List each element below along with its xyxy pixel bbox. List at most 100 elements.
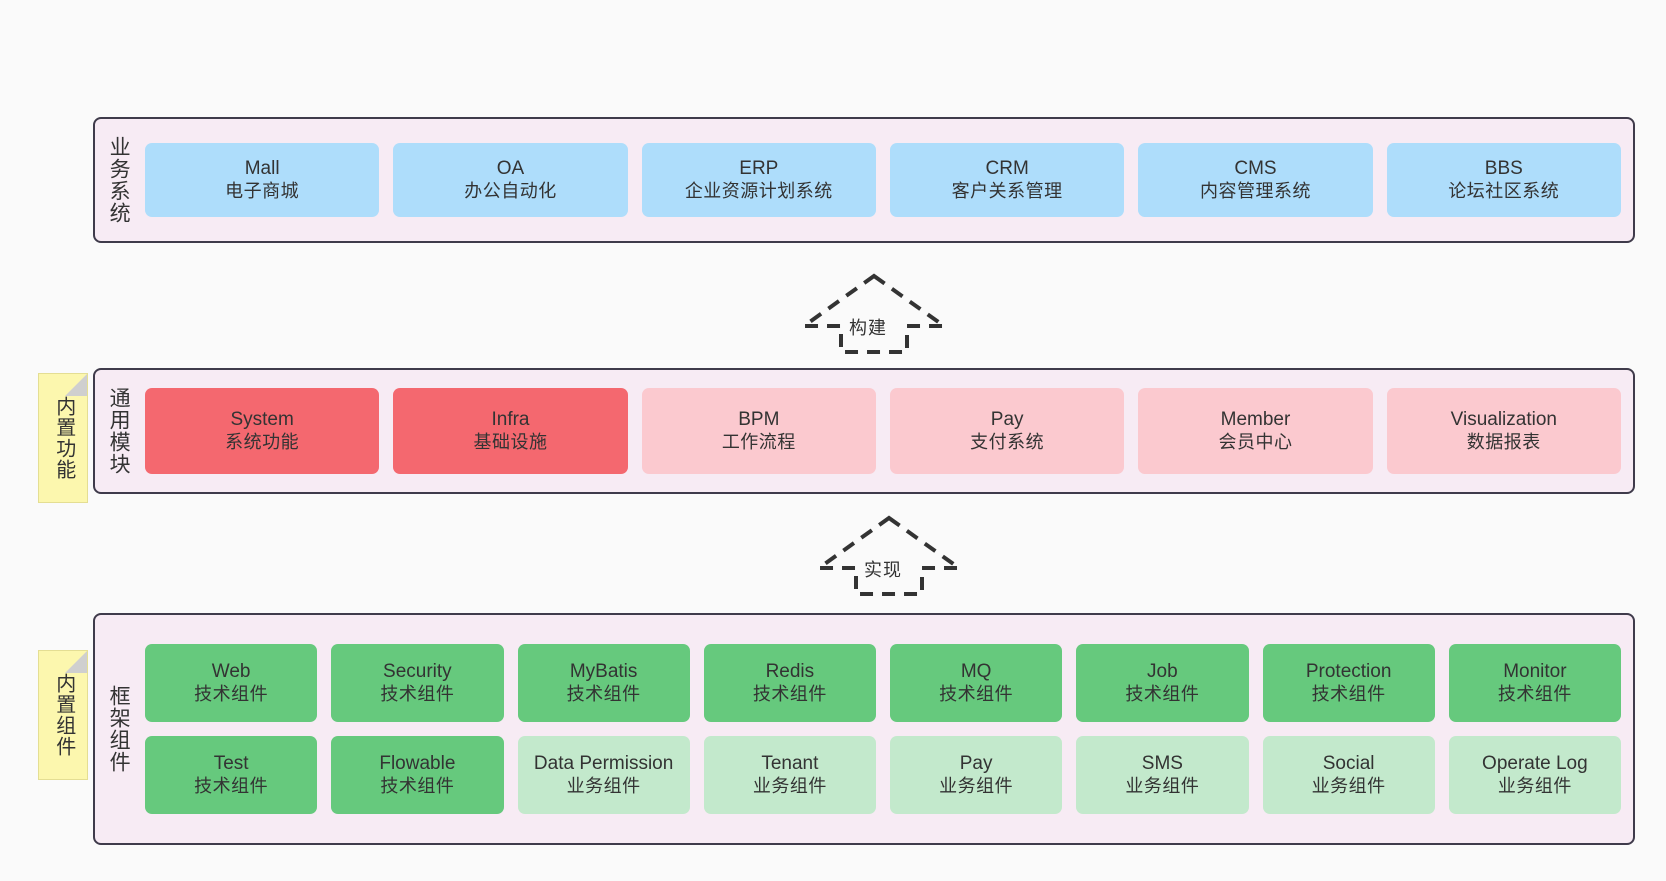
card-title-cn: 技术组件 [194,683,269,704]
card-title-cn: 技术组件 [380,683,455,704]
card-title-cn: 办公自动化 [464,180,557,201]
sticky-note-builtin-components: 内置组件 [38,650,88,780]
card-title-en: Redis [765,660,815,682]
card-title-cn: 业务组件 [939,775,1014,796]
card-title-en: Job [1147,660,1178,682]
card-title-en: Visualization [1450,408,1557,430]
card-title-cn: 会员中心 [1218,431,1293,452]
card-title-en: ERP [739,157,779,179]
business-system-layer-title: 业务系统 [107,136,131,224]
card-title-en: Tenant [761,752,819,774]
card-title-cn: 客户关系管理 [951,180,1063,201]
card-title-cn: 业务组件 [1125,775,1200,796]
card-title-en: Web [211,660,251,682]
card-title-en: Flowable [379,752,456,774]
card-title-en: BBS [1484,157,1523,179]
card-title-cn: 技术组件 [380,775,455,796]
card-title-cn: 工作流程 [721,431,796,452]
card-title-en: Security [383,660,452,682]
arrow-build: 构建 [797,272,951,354]
framework-component-layer-title: 框架组件 [107,685,131,773]
card-title-cn: 技术组件 [194,775,269,796]
arrow-build-label: 构建 [847,314,889,340]
card-title-cn: 业务组件 [1497,775,1572,796]
arrow-implement-label: 实现 [862,556,904,582]
arrow-implement-shape [812,515,966,596]
card-title-cn: 业务组件 [752,775,827,796]
card-title-en: Test [213,752,249,774]
card-title-en: BPM [738,408,780,430]
card-title-en: Operate Log [1482,752,1588,774]
card-title-en: MQ [960,660,992,682]
card-title-en: Infra [491,408,530,430]
card-title-cn: 电子商城 [225,180,300,201]
card-title-cn: 支付系统 [970,431,1045,452]
card-title-en: MyBatis [569,660,638,682]
card-title-en: Pay [959,752,993,774]
card-title-en: Mall [244,157,280,179]
sticky-note-builtin-components-label: 内置组件 [52,673,75,757]
card-title-cn: 技术组件 [1497,683,1572,704]
card-title-en: CMS [1234,157,1277,179]
sticky-note-builtin-features: 内置功能 [38,373,88,503]
card-title-en: Member [1220,408,1291,430]
sticky-note-builtin-features-label: 内置功能 [52,396,75,480]
card-title-cn: 企业资源计划系统 [684,180,833,201]
card-title-en: Social [1322,752,1375,774]
card-title-cn: 技术组件 [1125,683,1200,704]
card-title-cn: 论坛社区系统 [1448,180,1560,201]
card-title-cn: 基础设施 [473,431,548,452]
card-title-cn: 内容管理系统 [1199,180,1311,201]
card-title-en: SMS [1141,752,1183,774]
arrow-build-shape [797,273,951,354]
card-title-en: Pay [990,408,1024,430]
common-module-layer-title: 通用模块 [107,387,131,475]
card-title-cn: 技术组件 [939,683,1014,704]
card-title-cn: 业务组件 [1311,775,1386,796]
card-title-cn: 技术组件 [566,683,641,704]
card-title-en: OA [496,157,525,179]
card-title-en: Protection [1305,660,1392,682]
card-title-en: Monitor [1503,660,1567,682]
card-title-en: System [230,408,294,430]
card-title-cn: 业务组件 [566,775,641,796]
arrow-implement: 实现 [812,514,966,596]
card-title-cn: 系统功能 [225,431,300,452]
